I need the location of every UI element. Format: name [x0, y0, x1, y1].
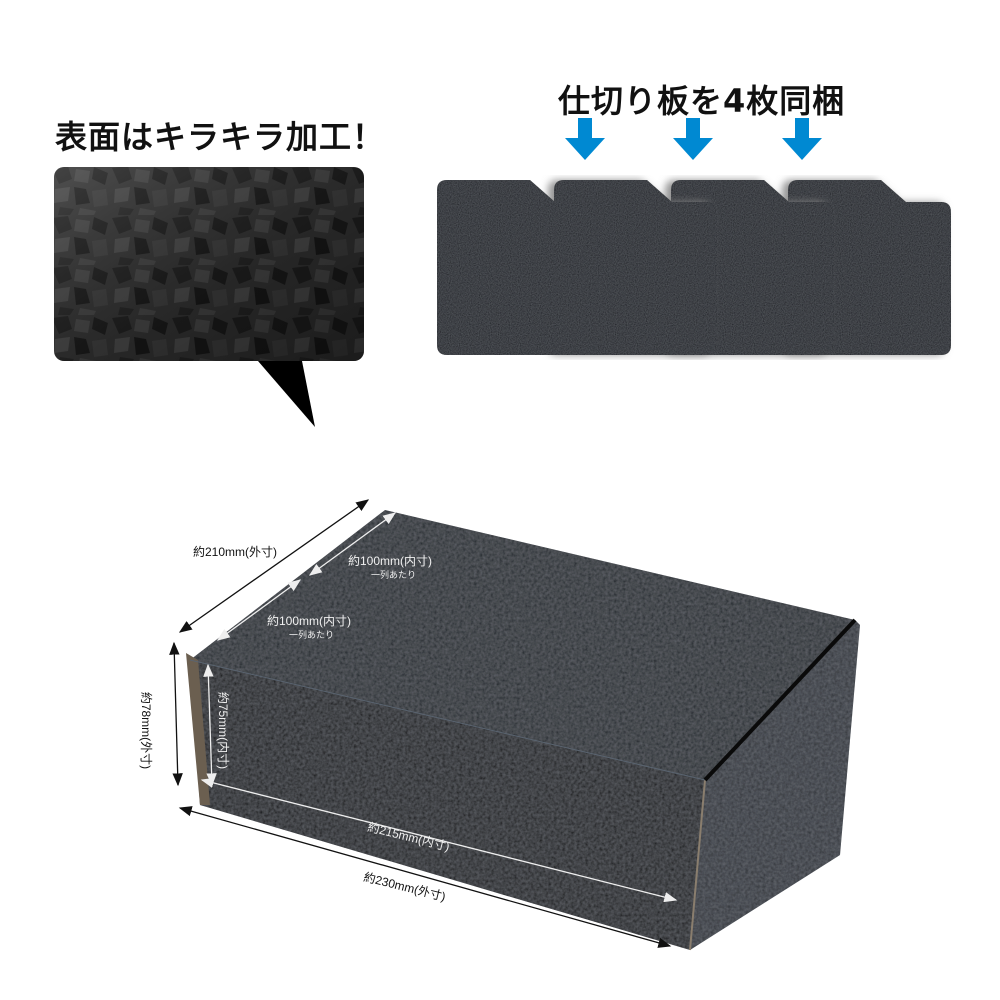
dim-outer-height: 約78mm(外寸)	[139, 691, 154, 770]
texture-speech-bubble	[54, 167, 364, 427]
dim-inner-col-front: 約100mm(内寸)	[267, 614, 352, 628]
box-side-face	[690, 620, 860, 950]
dim-inner-col-back: 約100mm(内寸)	[348, 554, 433, 568]
texture-heading: 表面はキラキラ加工！	[55, 118, 386, 156]
box-illustration	[169, 499, 860, 951]
dim-outer-depth: 約210mm(外寸)	[193, 545, 278, 559]
down-arrow-icon	[565, 118, 605, 160]
down-arrow-icon	[782, 118, 822, 160]
divider-heading: 仕切り板を4枚同梱	[558, 82, 846, 120]
down-arrow-icon	[673, 118, 713, 160]
divider-plates	[437, 180, 951, 355]
dim-inner-height: 約75mm(内寸)	[216, 691, 231, 770]
arrow-group	[565, 118, 822, 160]
dim-inner-col-front-sub: 一列あたり	[289, 630, 335, 640]
dim-inner-col-back-sub: 一列あたり	[371, 570, 417, 580]
divider-plate-1	[437, 180, 600, 355]
